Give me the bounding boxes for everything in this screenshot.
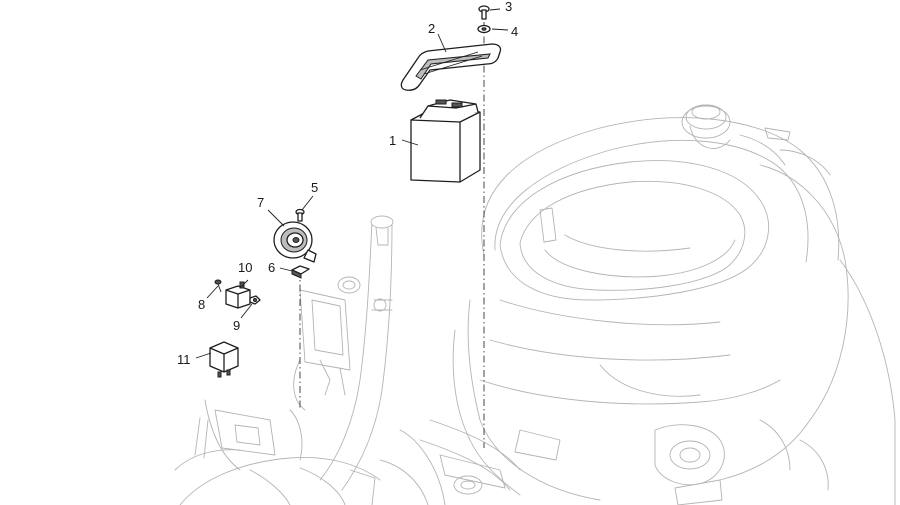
- relay: [225, 281, 251, 309]
- callout-7: 7: [257, 195, 264, 210]
- callout-11: 11: [177, 352, 191, 367]
- relay-nut: [249, 295, 261, 305]
- horn: [273, 221, 317, 263]
- callout-3: 3: [505, 0, 512, 14]
- horn-screw: [295, 208, 305, 222]
- callout-8: 8: [198, 297, 205, 312]
- callout-9: 9: [233, 318, 240, 333]
- callout-6: 6: [268, 260, 275, 275]
- callout-5: 5: [311, 180, 318, 195]
- callout-1: 1: [389, 133, 396, 148]
- callout-leaders: [195, 8, 509, 359]
- scooter-body-outline: [174, 104, 896, 505]
- horn-clip: [291, 265, 310, 279]
- strap-screw: [478, 5, 490, 20]
- battery-strap: [400, 43, 502, 91]
- relay-screw: [214, 279, 222, 293]
- callout-4: 4: [511, 24, 518, 39]
- callout-labels: 1 2 3 4 5 6 7 8 9 10 11: [177, 0, 518, 367]
- callout-2: 2: [428, 21, 435, 36]
- assembly-dash-lines: [299, 22, 485, 448]
- callout-10: 10: [238, 260, 252, 275]
- flasher-unit: [209, 341, 239, 378]
- strap-washer: [477, 24, 491, 34]
- battery: [410, 99, 481, 183]
